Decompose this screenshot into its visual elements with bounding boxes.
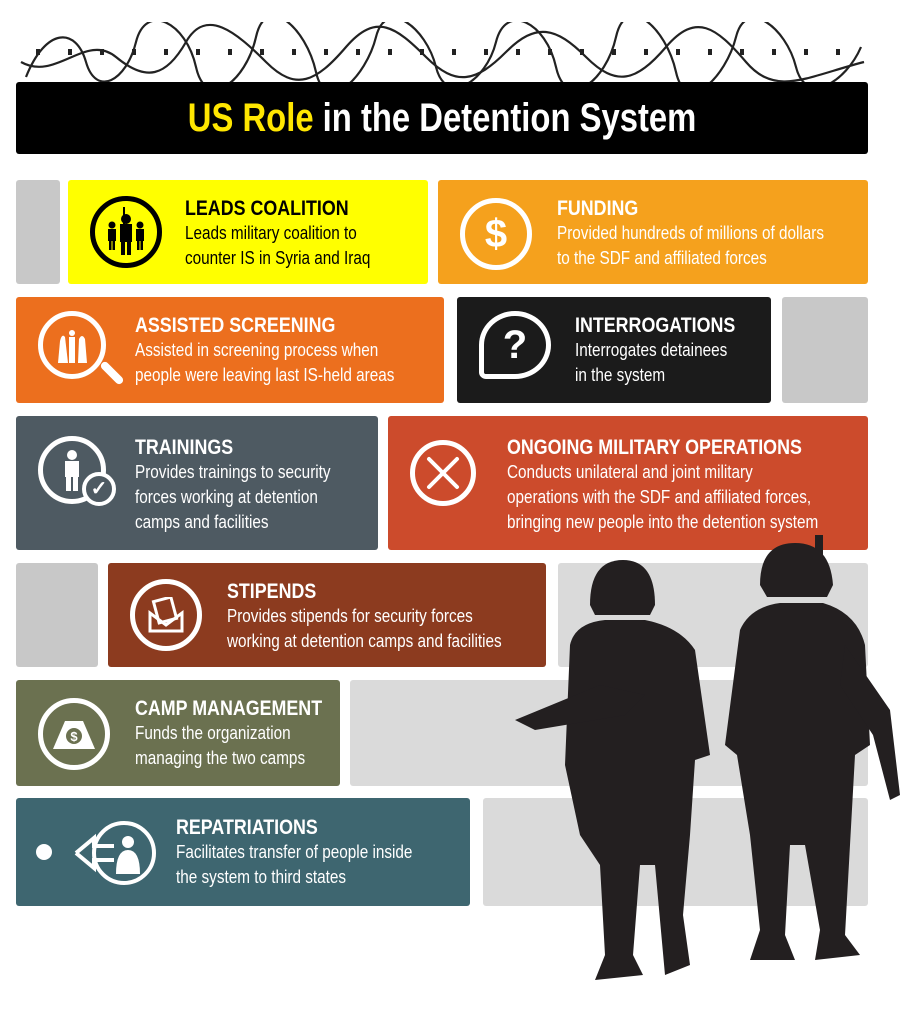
card-heading: ASSISTED SCREENING bbox=[135, 314, 336, 337]
card-heading: TRAININGS bbox=[135, 436, 234, 459]
card-text: Funds the organization bbox=[135, 723, 291, 743]
card-heading: INTERROGATIONS bbox=[575, 314, 736, 337]
card-text: Provided hundreds of millions of dollars bbox=[557, 223, 825, 243]
card-text: Conducts unilateral and joint military bbox=[507, 462, 753, 482]
filler-block bbox=[16, 563, 98, 667]
card-text: the system to third states bbox=[176, 867, 347, 887]
card-heading: LEADS COALITION bbox=[185, 197, 349, 220]
transfer-arrow-icon bbox=[74, 821, 156, 885]
card-ongoing-military-operations: ONGOING MILITARY OPERATIONS Conducts uni… bbox=[388, 416, 868, 550]
card-text: Assisted in screening process when bbox=[135, 340, 379, 360]
card-text: Interrogates detainees bbox=[575, 340, 728, 360]
magnifier-people-icon bbox=[38, 311, 106, 379]
svg-text:$: $ bbox=[70, 729, 78, 744]
filler-block bbox=[782, 297, 868, 403]
soldiers-silhouette bbox=[515, 535, 900, 980]
money-envelope-icon bbox=[130, 579, 202, 651]
card-text: Facilitates transfer of people inside bbox=[176, 842, 413, 862]
dollar-icon: $ bbox=[460, 198, 532, 270]
card-text: working at detention camps and facilitie… bbox=[227, 631, 502, 651]
page-title: US Role in the Detention System bbox=[187, 95, 697, 140]
card-text: camps and facilities bbox=[135, 512, 269, 532]
magnifier-handle bbox=[99, 360, 125, 386]
card-heading: CAMP MANAGEMENT bbox=[135, 697, 323, 720]
card-leads-coalition: LEADS COALITION Leads military coalition… bbox=[68, 180, 428, 284]
card-heading: ONGOING MILITARY OPERATIONS bbox=[507, 436, 802, 459]
check-icon: ✓ bbox=[82, 472, 116, 506]
card-text: counter IS in Syria and Iraq bbox=[185, 248, 371, 268]
card-funding: $ FUNDING Provided hundreds of millions … bbox=[438, 180, 868, 284]
card-assisted-screening: ASSISTED SCREENING Assisted in screening… bbox=[16, 297, 444, 403]
crossed-rifles-icon bbox=[410, 440, 476, 506]
card-heading: REPATRIATIONS bbox=[176, 816, 318, 839]
card-text: bringing new people into the detention s… bbox=[507, 512, 819, 532]
card-heading: FUNDING bbox=[557, 197, 639, 220]
card-text: managing the two camps bbox=[135, 748, 306, 768]
card-repatriations: REPATRIATIONS Facilitates transfer of pe… bbox=[16, 798, 470, 906]
card-text: forces working at detention bbox=[135, 487, 318, 507]
card-text: Provides trainings to security bbox=[135, 462, 331, 482]
card-text: Leads military coalition to bbox=[185, 223, 357, 243]
card-text: operations with the SDF and affiliated f… bbox=[507, 487, 812, 507]
soldiers-icon bbox=[90, 196, 162, 268]
tent-dollar-icon: $ bbox=[38, 698, 110, 770]
card-camp-management: $ CAMP MANAGEMENT Funds the organization… bbox=[16, 680, 340, 786]
card-text: to the SDF and affiliated forces bbox=[557, 248, 767, 268]
card-text: in the system bbox=[575, 365, 666, 385]
card-stipends: STIPENDS Provides stipends for security … bbox=[108, 563, 546, 667]
filler-block bbox=[16, 180, 60, 284]
card-text: people were leaving last IS-held areas bbox=[135, 365, 395, 385]
card-heading: STIPENDS bbox=[227, 580, 317, 603]
trainee-check-icon bbox=[38, 436, 106, 504]
title-bar: US Role in the Detention System bbox=[16, 82, 868, 154]
dot-icon bbox=[36, 844, 52, 860]
card-trainings: ✓ TRAININGS Provides trainings to securi… bbox=[16, 416, 378, 550]
barbed-wire-decoration bbox=[20, 22, 865, 84]
question-bubble-icon: ? bbox=[479, 311, 551, 379]
card-interrogations: ? INTERROGATIONS Interrogates detainees … bbox=[457, 297, 771, 403]
card-text: Provides stipends for security forces bbox=[227, 606, 473, 626]
